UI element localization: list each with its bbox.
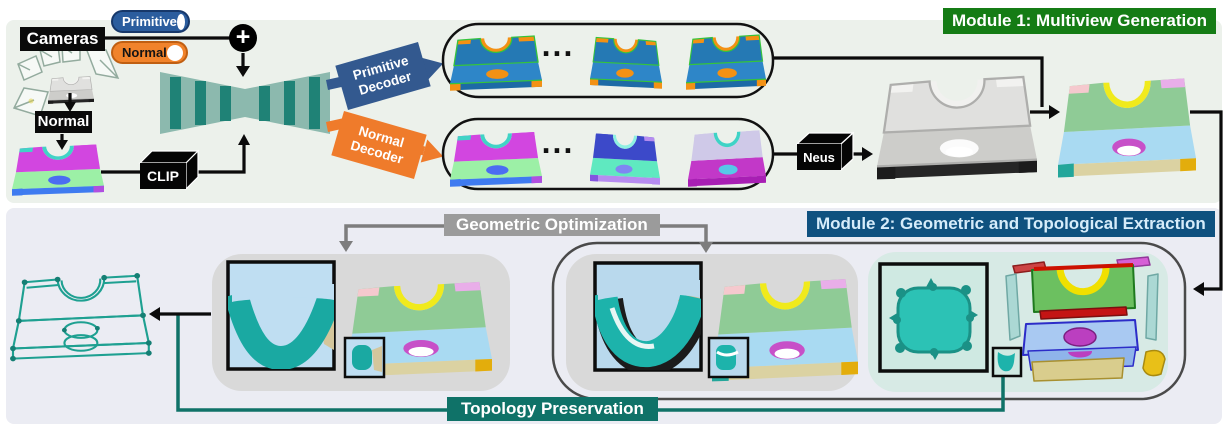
module1-title: Module 1: Multiview Generation <box>943 8 1217 34</box>
geometric-optimization-label: Geometric Optimization <box>444 214 660 236</box>
encoder-icon <box>160 72 330 134</box>
primitive-toggle-label: Primitive <box>122 14 177 29</box>
module2-outline-box <box>551 241 1187 401</box>
normal-view-3 <box>688 130 766 187</box>
normal-input-label: Normal <box>35 111 92 133</box>
normal-views-ellipsis: ... <box>541 124 575 160</box>
primitive-views-ellipsis: ... <box>541 27 575 63</box>
hole-highlight-box-1 <box>343 336 386 379</box>
module1-connectors <box>60 36 1223 291</box>
segmented-mesh <box>1058 78 1196 178</box>
exploded-parts <box>1005 256 1166 382</box>
normal-toggle[interactable]: Normal <box>111 41 188 64</box>
hole-zoom-inset-1 <box>226 260 336 371</box>
primitive-views-container <box>441 22 775 99</box>
toggle-knob-icon[interactable] <box>176 13 185 30</box>
toggle-knob-icon[interactable] <box>167 44 183 61</box>
neus-box-icon <box>795 131 855 172</box>
primitive-toggle[interactable]: Primitive <box>111 10 190 33</box>
to-wireframe-arrowhead <box>149 307 160 321</box>
optimization-arrowheads <box>339 241 713 253</box>
hole-highlight-box-2 <box>707 336 750 379</box>
normal-views-container <box>441 117 775 191</box>
normal-view-1 <box>450 132 542 187</box>
topology-ball-inset <box>878 262 989 373</box>
primitive-view-1 <box>450 36 542 91</box>
module1-arrowheads <box>56 66 1204 296</box>
topology-preservation-label: Topology Preservation <box>447 397 658 421</box>
neus-label: Neus <box>803 150 835 165</box>
clip-label: CLIP <box>147 168 179 184</box>
neus-reconstructed-mesh <box>877 76 1037 180</box>
wireframe-model <box>10 273 152 362</box>
topology-highlight-box <box>991 346 1023 378</box>
module2-title: Module 2: Geometric and Topological Extr… <box>807 211 1215 237</box>
plus-icon: + <box>229 24 257 52</box>
primitive-view-3 <box>686 35 766 90</box>
normal-map-input-shape <box>12 144 104 196</box>
clip-box-icon <box>138 149 200 191</box>
normal-toggle-label: Normal <box>122 45 167 60</box>
hole-zoom-inset-2 <box>593 261 703 372</box>
cameras-label: Cameras <box>20 27 105 51</box>
normal-view-2 <box>590 133 660 185</box>
primitive-view-2 <box>590 37 662 89</box>
